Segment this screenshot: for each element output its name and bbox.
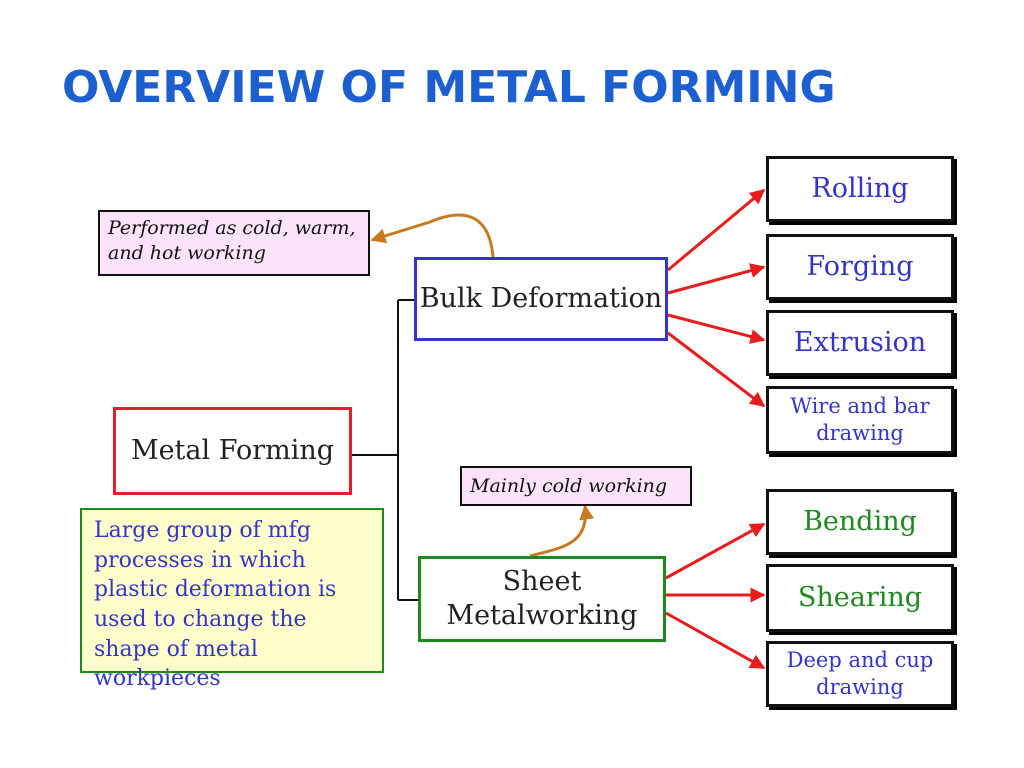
process-forging-label: Forging: [806, 251, 914, 283]
process-wire-bar-drawing-label: Wire and bar drawing: [790, 393, 930, 445]
sheet-metalworking-box: Sheet Metalworking: [418, 556, 666, 642]
process-bending: Bending: [766, 489, 954, 555]
arrow-wire-drawing: [667, 331, 766, 408]
process-deep-cup-drawing-label: Deep and cup drawing: [786, 647, 934, 699]
bulk-note-arrow: [370, 213, 495, 258]
sheet-note: Mainly cold working: [460, 466, 692, 506]
bulk-deformation-label: Bulk Deformation: [419, 283, 663, 315]
sheet-note-arrow: [529, 504, 595, 558]
arrow-bending: [665, 522, 766, 580]
bulk-note: Performed as cold, warm, and hot working: [98, 210, 370, 276]
process-rolling-label: Rolling: [811, 173, 909, 205]
process-extrusion-label: Extrusion: [793, 327, 927, 359]
process-forging: Forging: [766, 234, 954, 300]
process-extrusion: Extrusion: [766, 310, 954, 376]
bulk-deformation-box: Bulk Deformation: [414, 257, 668, 341]
process-rolling: Rolling: [766, 156, 954, 222]
description-box: Large group of mfg processes in which pl…: [80, 508, 384, 691]
sheet-metalworking-label-line1: Sheet: [502, 566, 582, 598]
description-text: Large group of mfg processes in which pl…: [94, 518, 337, 692]
arrow-rolling: [667, 188, 766, 272]
arrow-deep-drawing: [665, 611, 766, 670]
arrow-extrusion: [667, 313, 766, 344]
arrow-forging: [667, 263, 766, 295]
sheet-metalworking-label-line2: Metalworking: [446, 600, 638, 631]
metal-forming-box: Metal Forming: [113, 407, 352, 495]
metal-forming-label: Metal Forming: [130, 435, 335, 467]
process-wire-bar-drawing: Wire and bar drawing: [766, 386, 954, 454]
process-deep-cup-drawing: Deep and cup drawing: [766, 641, 954, 707]
process-bending-label: Bending: [803, 506, 917, 538]
process-shearing-label: Shearing: [797, 582, 923, 614]
process-shearing: Shearing: [766, 564, 954, 632]
slide-title: OVERVIEW OF METAL FORMING: [62, 62, 836, 113]
